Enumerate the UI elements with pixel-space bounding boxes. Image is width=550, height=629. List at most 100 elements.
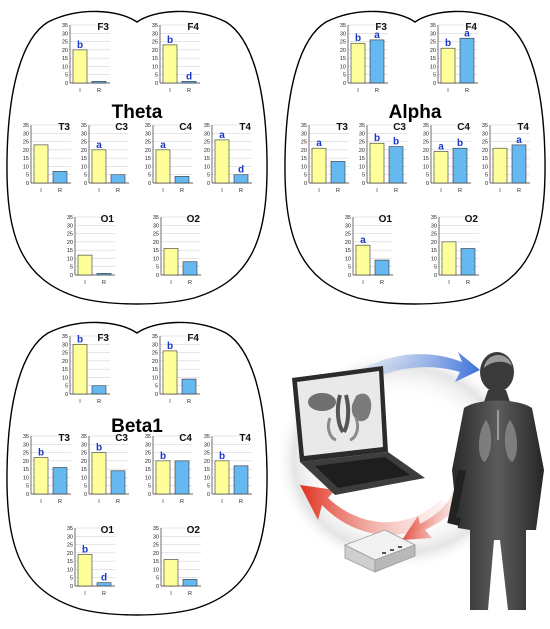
y-tick-label: 25 (430, 40, 436, 46)
y-tick-label: 15 (23, 156, 29, 162)
y-tick-label: 20 (301, 148, 307, 154)
chart-title: C3 (393, 122, 406, 133)
y-tick-label: 30 (145, 131, 151, 137)
bar-I (214, 460, 230, 495)
x-tick-label: R (380, 280, 384, 286)
y-tick-label: 10 (152, 375, 158, 381)
x-tick-label: I (98, 499, 100, 505)
chart-title: F4 (465, 22, 477, 33)
y-tick-label: 20 (23, 148, 29, 154)
y-tick-label: 5 (156, 576, 159, 582)
band-title-alpha: Alpha (389, 102, 442, 123)
y-tick-label: 30 (431, 223, 437, 229)
y-tick-label: 20 (359, 148, 365, 154)
significance-label: a (96, 140, 102, 151)
y-tick-label: 20 (145, 148, 151, 154)
y-tick-label: 5 (70, 576, 73, 582)
y-tick-label: 35 (340, 23, 346, 29)
y-tick-label: 35 (145, 123, 151, 129)
x-tick-label: R (58, 499, 62, 505)
y-tick-label: 10 (423, 164, 429, 170)
bar-R (459, 37, 475, 84)
y-tick-label: 10 (67, 256, 73, 262)
y-tick-label: 30 (152, 31, 158, 37)
y-tick-label: 20 (204, 459, 210, 465)
y-tick-label: 15 (204, 467, 210, 473)
chart-title: T3 (58, 122, 70, 133)
y-tick-label: 15 (152, 56, 158, 62)
significance-label: a (160, 140, 166, 151)
y-tick-label: 10 (145, 164, 151, 170)
y-tick-label: 30 (145, 442, 151, 448)
x-tick-label: R (188, 591, 192, 597)
x-tick-label: I (84, 280, 86, 286)
y-tick-label: 35 (152, 334, 158, 340)
y-tick-label: 5 (348, 265, 351, 271)
significance-label: b (160, 451, 166, 462)
y-tick-label: 30 (23, 442, 29, 448)
y-tick-label: 25 (482, 140, 488, 146)
y-tick-label: 10 (301, 164, 307, 170)
chart-title: T3 (336, 122, 348, 133)
significance-label: a (316, 138, 322, 149)
y-tick-label: 15 (301, 156, 307, 162)
y-tick-label: 10 (359, 164, 365, 170)
y-tick-label: 15 (152, 367, 158, 373)
significance-label: a (219, 130, 225, 141)
y-tick-label: 0 (207, 181, 210, 187)
y-tick-label: 15 (340, 56, 346, 62)
y-tick-label: 10 (204, 475, 210, 481)
y-tick-label: 10 (482, 164, 488, 170)
significance-label: b (38, 448, 44, 459)
y-tick-label: 10 (23, 475, 29, 481)
y-tick-label: 25 (431, 232, 437, 238)
x-tick-label: R (458, 188, 462, 194)
x-tick-label: R (394, 188, 398, 194)
y-tick-label: 5 (434, 265, 437, 271)
x-tick-label: R (116, 188, 120, 194)
brain-outline-alpha (284, 10, 546, 305)
bar-I (163, 248, 179, 276)
chart-title: O2 (187, 214, 201, 225)
significance-label: b (457, 138, 463, 149)
chart-title: O1 (101, 214, 115, 225)
bar-R (91, 385, 107, 395)
y-tick-label: 5 (148, 173, 151, 179)
y-tick-label: 5 (26, 484, 29, 490)
bar-R (460, 248, 476, 276)
y-tick-label: 0 (485, 181, 488, 187)
y-tick-label: 35 (62, 23, 68, 29)
y-tick-label: 10 (204, 164, 210, 170)
y-tick-label: 15 (67, 559, 73, 565)
y-tick-label: 35 (67, 526, 73, 532)
y-tick-label: 25 (204, 451, 210, 457)
y-tick-label: 25 (23, 140, 29, 146)
chart-title: T3 (58, 433, 70, 444)
y-tick-label: 0 (362, 181, 365, 187)
y-tick-label: 10 (152, 64, 158, 70)
bar-I (91, 452, 107, 495)
y-tick-label: 10 (62, 375, 68, 381)
y-tick-label: 20 (204, 148, 210, 154)
y-tick-label: 10 (62, 64, 68, 70)
y-tick-label: 5 (362, 173, 365, 179)
x-tick-label: I (84, 591, 86, 597)
y-tick-label: 10 (345, 256, 351, 262)
bar-I (433, 151, 449, 184)
significance-label: b (167, 35, 173, 46)
significance-label: b (82, 545, 88, 556)
significance-label: d (238, 165, 244, 176)
bar-R (110, 470, 126, 495)
x-tick-label: I (40, 499, 42, 505)
y-tick-label: 20 (431, 240, 437, 246)
x-tick-label: R (375, 88, 379, 94)
x-tick-label: I (448, 280, 450, 286)
y-tick-label: 0 (84, 492, 87, 498)
y-tick-label: 20 (153, 551, 159, 557)
